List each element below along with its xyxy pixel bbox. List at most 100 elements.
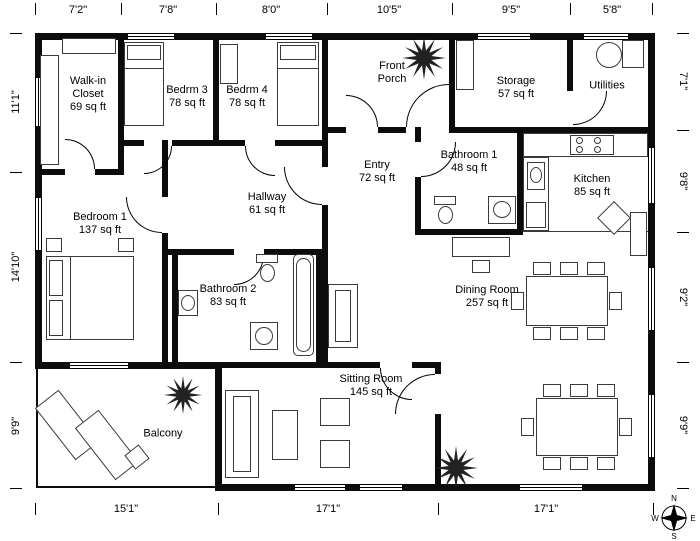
room-name: Storage [496,74,536,87]
pillow [127,45,161,60]
room-area: 69 sq ft [69,101,107,114]
bathtub-inner [296,258,311,352]
room-label-hallway: Hallway 61 sq ft [235,191,299,217]
wall-mid-horizontal [378,127,406,133]
wall-entry-hallway [322,127,328,167]
dimension-tick [10,172,22,173]
bed-line [277,68,319,69]
wall-bedrooms-bottom [118,140,144,146]
dining-chair [587,327,605,340]
dimension-tick [10,488,22,489]
wall-bathroom2-left [172,249,178,362]
window [360,484,402,491]
room-label-dining-room: Dining Room 257 sq ft [442,284,532,310]
wall-exterior-right [648,33,655,491]
compass-east-label: E [690,514,695,523]
dimension-tick [677,488,689,489]
dimension-label-top: 8'0" [261,4,281,16]
room-label-bathroom1: Bathroom 1 48 sq ft [429,149,509,175]
room-area: 72 sq ft [358,172,396,184]
dining-table [536,398,618,456]
dining-chair [560,327,578,340]
wall-bedrooms-bottom [172,140,245,146]
dimension-tick [10,33,22,34]
bed-line [70,256,71,340]
compass-north-label: N [671,494,677,503]
room-label-balcony: Balcony [128,427,198,440]
wall-bedrooms-bottom [275,140,328,146]
dimension-tick [677,33,689,34]
window [584,33,628,40]
room-label-storage: Storage 57 sq ft [481,75,551,101]
dimension-tick [216,3,217,15]
room-name: Bedrm 3 [166,83,208,96]
window [648,268,655,330]
room-name: Dining Room [455,283,519,296]
room-label-bedrm4: Bedrm 4 78 sq ft [215,84,279,110]
room-name: Bedroom 1 [73,210,127,223]
window [648,148,655,203]
dining-chair [587,262,605,275]
compass-south-label: S [671,532,676,540]
door-arc [65,139,95,169]
dimension-tick [677,130,689,131]
dining-chair [533,262,551,275]
room-name: Front Porch [377,59,407,85]
dimension-label-right: 9'9" [677,415,689,435]
wall-closet-bottom [35,169,65,175]
room-area: 85 sq ft [573,186,611,198]
wall-storage-utilities [567,33,573,91]
dimension-tick [438,503,439,515]
window [266,33,312,40]
dimension-label-bottom: 17'1" [315,503,341,515]
room-area: 48 sq ft [450,162,488,174]
window [35,198,42,250]
window [70,362,128,369]
dimension-tick [218,503,219,515]
door-arc [346,95,378,127]
sofa-seat [233,396,251,472]
wall-closet-right [118,33,124,175]
wall-porch-left [322,33,328,127]
burner [594,137,601,144]
nightstand [118,238,134,252]
fridge [526,202,546,228]
wall-bathroom2-bottom [221,362,322,368]
room-name: Bathroom 2 [199,282,257,295]
dimension-label-top: 7'8" [158,4,178,16]
room-label-bedroom1: Bedroom 1 137 sq ft [60,211,140,237]
dining-chair [570,384,588,397]
room-label-bathroom2: Bathroom 2 83 sq ft [188,283,268,309]
burner [594,146,601,153]
window [478,33,530,40]
room-area: 137 sq ft [78,224,122,236]
toilet-bowl [438,206,453,224]
washer-drum [255,327,273,345]
plant-icon [402,36,446,80]
water-heater [596,42,622,68]
utility-unit [622,40,644,68]
wall-bedroom1-right [162,233,168,368]
room-label-walk-in-closet: Walk-in Closet 69 sq ft [57,75,119,115]
armchair [597,201,631,235]
compass-rose-icon: N S E W [651,494,695,540]
dining-chair [511,292,524,310]
room-label-kitchen: Kitchen 85 sq ft [560,173,624,199]
room-area: 78 sq ft [168,97,206,109]
shelf [456,40,474,90]
compass-west-label: W [651,514,659,523]
wall-sitting-top [412,362,435,368]
dimension-tick [570,3,571,15]
wall-closet-bottom [95,169,124,175]
wall-sitting-top [322,362,380,368]
pillow [49,300,63,336]
pillow [49,260,63,296]
dining-chair [533,327,551,340]
toilet-tank [434,196,456,205]
wall-porch-right [449,33,455,127]
room-label-entry: Entry 72 sq ft [347,159,407,185]
wall-bathroom2-top [172,249,234,255]
kitchen-edge-line [523,231,648,232]
dining-chair [619,418,632,436]
